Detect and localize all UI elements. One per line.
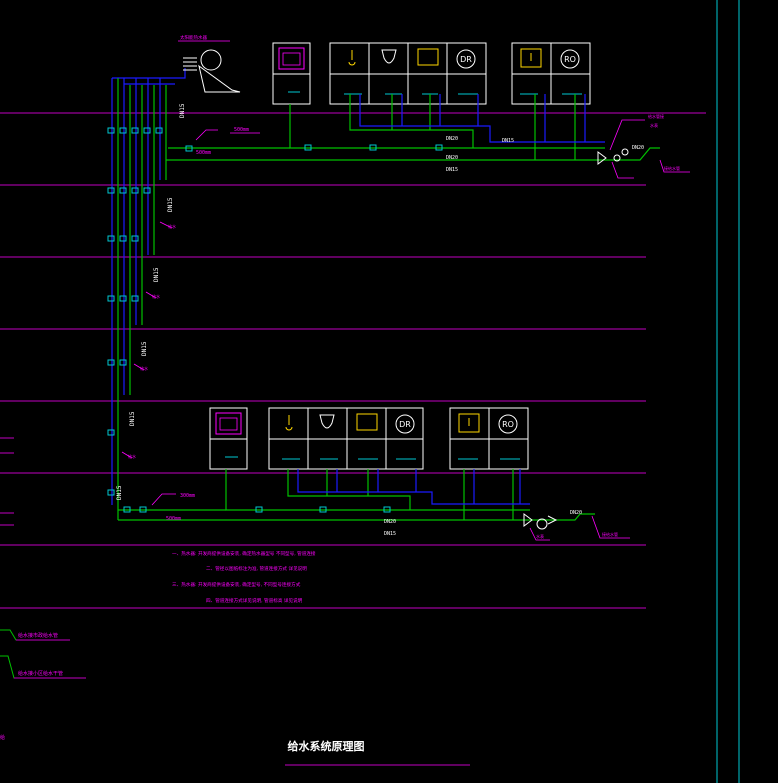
svg-text:500mm: 500mm [166,516,181,522]
svg-text:DN15: DN15 [153,267,160,282]
riser-valves [107,127,163,496]
bottom-left-label-2: 给水接小区给水干管 [18,670,63,677]
svg-text:给水管接: 给水管接 [648,113,664,119]
faucet-icon [348,50,356,66]
svg-text:DR: DR [399,420,411,429]
svg-text:DR: DR [460,55,472,64]
svg-text:接给水管: 接给水管 [664,165,680,171]
faucet-icon [285,415,293,431]
lower-leaders [151,493,630,541]
svg-text:一、热水器: 开发商提供设备安装, 确定热水器型号 不同型号: 一、热水器: 开发商提供设备安装, 确定热水器型号 不同型号, 管道连接 [172,550,316,557]
svg-text:给水: 给水 [168,223,176,229]
lower-blue-pipes [297,469,530,505]
risers [111,68,186,505]
upper-blue-pipes [359,94,605,143]
lower-icons: DR RO [215,412,518,435]
notes: 一、热水器: 开发商提供设备安装, 确定热水器型号 不同型号, 管道连接 二、管… [172,550,316,604]
svg-text:DN20: DN20 [384,519,396,525]
toilet-icon [319,414,335,429]
svg-text:给水: 给水 [128,453,136,459]
lower-fixture-grid [209,407,529,470]
bottom-left-label-1: 给水接市政给水管 [18,632,58,639]
svg-text:DN15: DN15 [167,197,174,212]
drawing-title: 给水系统原理图 [288,739,365,753]
svg-text:DN15: DN15 [129,411,136,426]
svg-text:DN20: DN20 [446,155,458,161]
solar-heater-icon [183,49,241,93]
svg-text:DN15: DN15 [446,167,458,173]
upper-icons: DR RO [278,47,580,70]
ro-icon [560,49,580,69]
svg-text:RO: RO [564,55,576,64]
basin-icon [356,413,378,431]
riser-leaders [121,221,173,459]
svg-text:水表: 水表 [536,533,544,539]
svg-text:DN20: DN20 [446,136,458,142]
upper-pipe-fittings [185,144,443,152]
svg-text:四、管道连接方式详见说明, 管道标高 详见说明: 四、管道连接方式详见说明, 管道标高 详见说明 [206,597,303,604]
upper-connection [168,147,660,161]
dr-icon [456,49,476,69]
svg-text:500mm: 500mm [196,150,211,156]
sink-icon [520,48,542,68]
svg-text:DN15: DN15 [502,138,514,144]
svg-text:500mm: 500mm [234,127,249,133]
lower-taps [225,456,520,460]
green-risers [117,78,167,520]
svg-text:二、管径以图纸标注为准, 管道连接方式 详见说明: 二、管径以图纸标注为准, 管道连接方式 详见说明 [206,565,307,572]
svg-text:RO: RO [502,420,514,429]
svg-text:给水: 给水 [152,293,160,299]
washer-icon [215,412,242,435]
svg-text:给水: 给水 [140,365,148,371]
svg-text:DN20: DN20 [570,510,582,516]
riser-labels: DN15 DN15 DN15 DN15 DN15 DN15 [116,103,186,500]
svg-text:300mm: 300mm [180,493,195,499]
ro-icon [498,414,518,434]
solar-label: 太阳能热水器 [180,34,207,41]
left-stubs [0,437,14,526]
svg-text:水表: 水表 [650,122,658,128]
svg-text:DN15: DN15 [116,485,123,500]
svg-text:接给水管: 接给水管 [602,531,618,537]
washer-icon [278,47,305,70]
sink-icon [458,413,480,433]
svg-text:DN15: DN15 [384,531,396,537]
svg-text:DN15: DN15 [179,103,186,118]
upper-fixture-grid [272,42,591,105]
svg-text:DN20: DN20 [632,145,644,151]
lower-pipe-fittings [123,506,391,513]
upper-taps [288,91,582,95]
dr-icon [395,414,415,434]
svg-text:给: 给 [0,734,5,741]
svg-text:三、热水器: 开发商提供设备安装, 确定型号, 不同型号连接: 三、热水器: 开发商提供设备安装, 确定型号, 不同型号连接方式 [172,581,301,588]
floor-lines [0,112,706,609]
upper-leaders [195,119,690,179]
basin-icon [417,48,439,66]
lower-meter [523,513,558,530]
svg-text:DN15: DN15 [141,341,148,356]
upper-meter [597,148,629,165]
riser-annotations: 给水 给水 给水 给水 [128,223,176,459]
toilet-icon [381,49,397,64]
